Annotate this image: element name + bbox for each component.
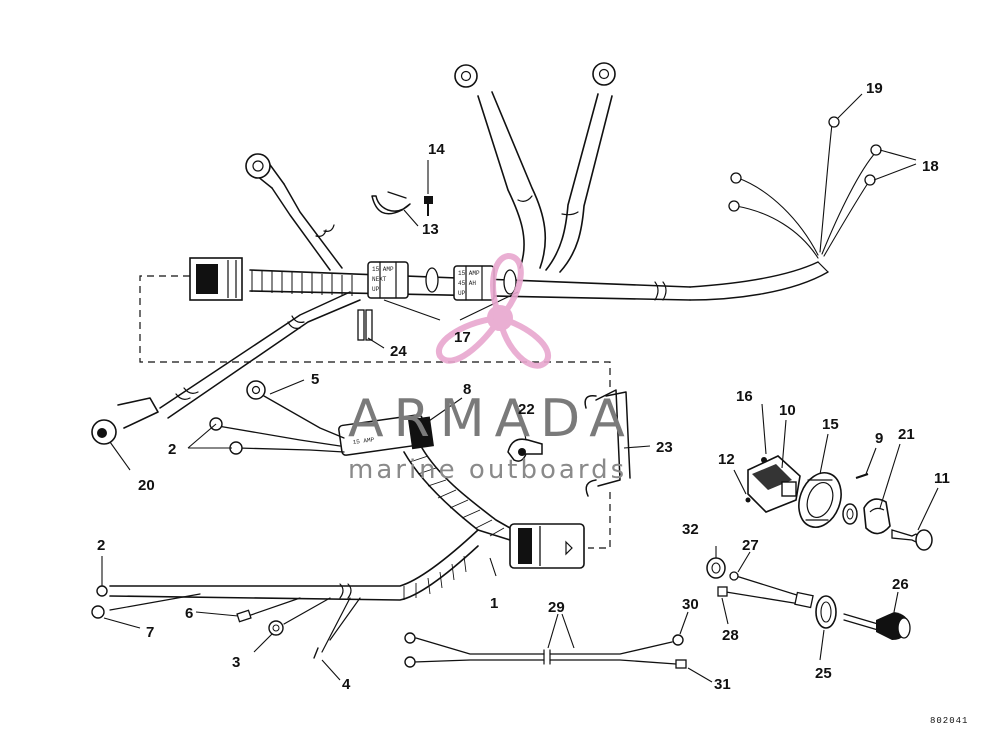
callout-labels: 1 2 2 3 4 5 6 7 8 9 10 11 12 13 14 15 16…: [97, 80, 950, 693]
clamp-22: [507, 438, 543, 462]
callout-9: 9: [875, 430, 883, 447]
callout-31: 31: [714, 676, 731, 693]
callout-4: 4: [342, 676, 351, 693]
drawing-code: 802041: [930, 716, 968, 726]
callout-22: 22: [518, 401, 535, 418]
callout-25: 25: [815, 665, 832, 682]
callout-1: 1: [490, 595, 498, 612]
fuse-b-line-2: 45 AH: [458, 280, 476, 287]
watermark-title: ARMADA: [348, 389, 635, 449]
callout-5: 5: [311, 371, 319, 388]
fuse-b-line-3: UP: [458, 290, 466, 297]
ignition-switch-assembly: [745, 455, 933, 551]
callout-18: 18: [922, 158, 939, 175]
callout-19: 19: [866, 80, 883, 97]
callout-14: 14: [428, 141, 445, 158]
fuse-b-line-1: 15 AMP: [458, 270, 480, 277]
lower-harness: 15 AMP: [91, 380, 585, 659]
callout-27: 27: [742, 537, 759, 554]
callout-2-upper: 2: [168, 441, 176, 458]
callout-24: 24: [390, 343, 407, 360]
callout-13: 13: [422, 221, 439, 238]
callout-26: 26: [892, 576, 909, 593]
callout-23: 23: [656, 439, 673, 456]
screw-14: [424, 196, 433, 216]
callout-12: 12: [718, 451, 735, 468]
callout-10: 10: [779, 402, 796, 419]
upper-harness: 15 AMP NEXT UP 15 AMP 45 AH UP: [91, 62, 882, 445]
jumper-wire-29: [404, 632, 687, 669]
dashed-routing-guide: [139, 275, 611, 549]
callout-7: 7: [146, 624, 154, 641]
callout-16: 16: [736, 388, 753, 405]
watermark-subtitle: marine outboards: [348, 455, 627, 485]
choke-assembly: [706, 557, 911, 640]
leader-lines: [101, 93, 939, 683]
callout-3: 3: [232, 654, 240, 671]
fuse-a-line-3: UP: [372, 286, 380, 293]
relay-label: 15 AMP: [352, 436, 375, 446]
callout-17: 17: [454, 329, 471, 346]
callout-28: 28: [722, 627, 739, 644]
grommet-24: [357, 309, 373, 341]
callout-8: 8: [463, 381, 471, 398]
callout-20: 20: [138, 477, 155, 494]
clip-13: [371, 191, 411, 215]
propeller-logo: [435, 252, 551, 369]
callout-15: 15: [822, 416, 839, 433]
callout-32: 32: [682, 521, 699, 538]
callout-29: 29: [548, 599, 565, 616]
fuse-a-line-2: NEXT: [372, 276, 387, 283]
callout-30: 30: [682, 596, 699, 613]
callout-6: 6: [185, 605, 193, 622]
fuse-a-line-1: 15 AMP: [372, 266, 394, 273]
armada-watermark: ARMADA marine outboards: [348, 252, 635, 485]
callout-21: 21: [898, 426, 915, 443]
callout-11: 11: [934, 470, 950, 487]
callout-2-lower: 2: [97, 537, 105, 554]
bracket-23: [584, 389, 631, 497]
